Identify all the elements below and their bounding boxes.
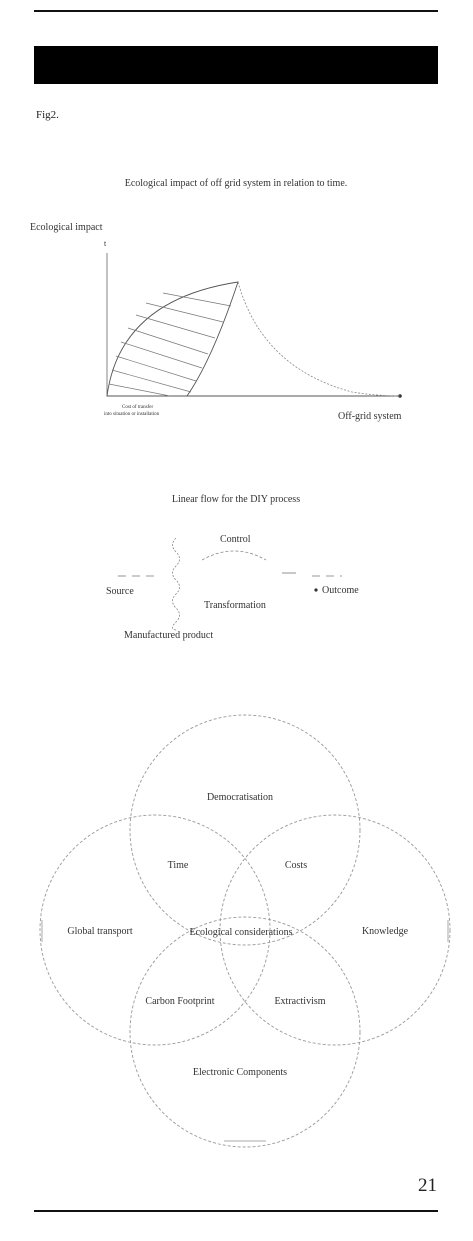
venn-circle-top [129, 714, 361, 946]
venn-circle-bottom [129, 916, 361, 1148]
venn-label-upper-left: Time [168, 860, 189, 871]
flow-outcome-label: Outcome [322, 585, 359, 596]
flow-control-arc [201, 550, 267, 561]
flow-control-label: Control [220, 534, 251, 545]
linear-flow-diagram: Linear flow for the DIY process Control … [106, 494, 359, 641]
bottom-rule [34, 1210, 438, 1212]
graph-xlabel: Off-grid system [338, 411, 402, 422]
venn-circle-left [39, 814, 271, 1046]
flow-wavy-line [172, 537, 180, 631]
flow-transformation-label: Transformation [204, 600, 266, 611]
figure-label: Fig2. [36, 109, 59, 121]
impact-graph: Ecological impact of off grid system in … [30, 178, 403, 422]
header-banner [34, 46, 438, 84]
venn-diagram: Democratisation Global transport Knowled… [39, 714, 451, 1148]
flow-manufactured-label: Manufactured product [124, 630, 213, 641]
graph-annotation-line1: Cost of transfer [122, 405, 153, 410]
flow-outcome-dot [314, 588, 318, 592]
venn-label-bottom: Electronic Components [193, 1067, 287, 1078]
venn-label-lower-right: Extractivism [274, 996, 325, 1007]
x-axis-end-dot [398, 394, 402, 398]
venn-label-upper-right: Costs [285, 860, 307, 871]
top-rule [34, 10, 438, 12]
graph-annotation-line2: into situation or installation [104, 412, 160, 417]
flow-title: Linear flow for the DIY process [172, 494, 300, 505]
hatched-impact-area [106, 281, 239, 397]
flow-source-label: Source [106, 586, 134, 597]
graph-ylabel: Ecological impact [30, 222, 103, 233]
venn-label-top: Democratisation [207, 792, 273, 803]
venn-label-lower-left: Carbon Footprint [145, 996, 214, 1007]
venn-label-left: Global transport [67, 926, 132, 937]
hatch-lines [108, 292, 232, 397]
venn-circle-right [219, 814, 451, 1046]
graph-title: Ecological impact of off grid system in … [125, 178, 348, 189]
page-number: 21 [418, 1175, 437, 1196]
impact-decay-curve [237, 281, 403, 397]
venn-label-right: Knowledge [362, 926, 409, 937]
venn-label-center: Ecological considerations [189, 927, 292, 938]
y-axis-tick: t [104, 239, 107, 248]
